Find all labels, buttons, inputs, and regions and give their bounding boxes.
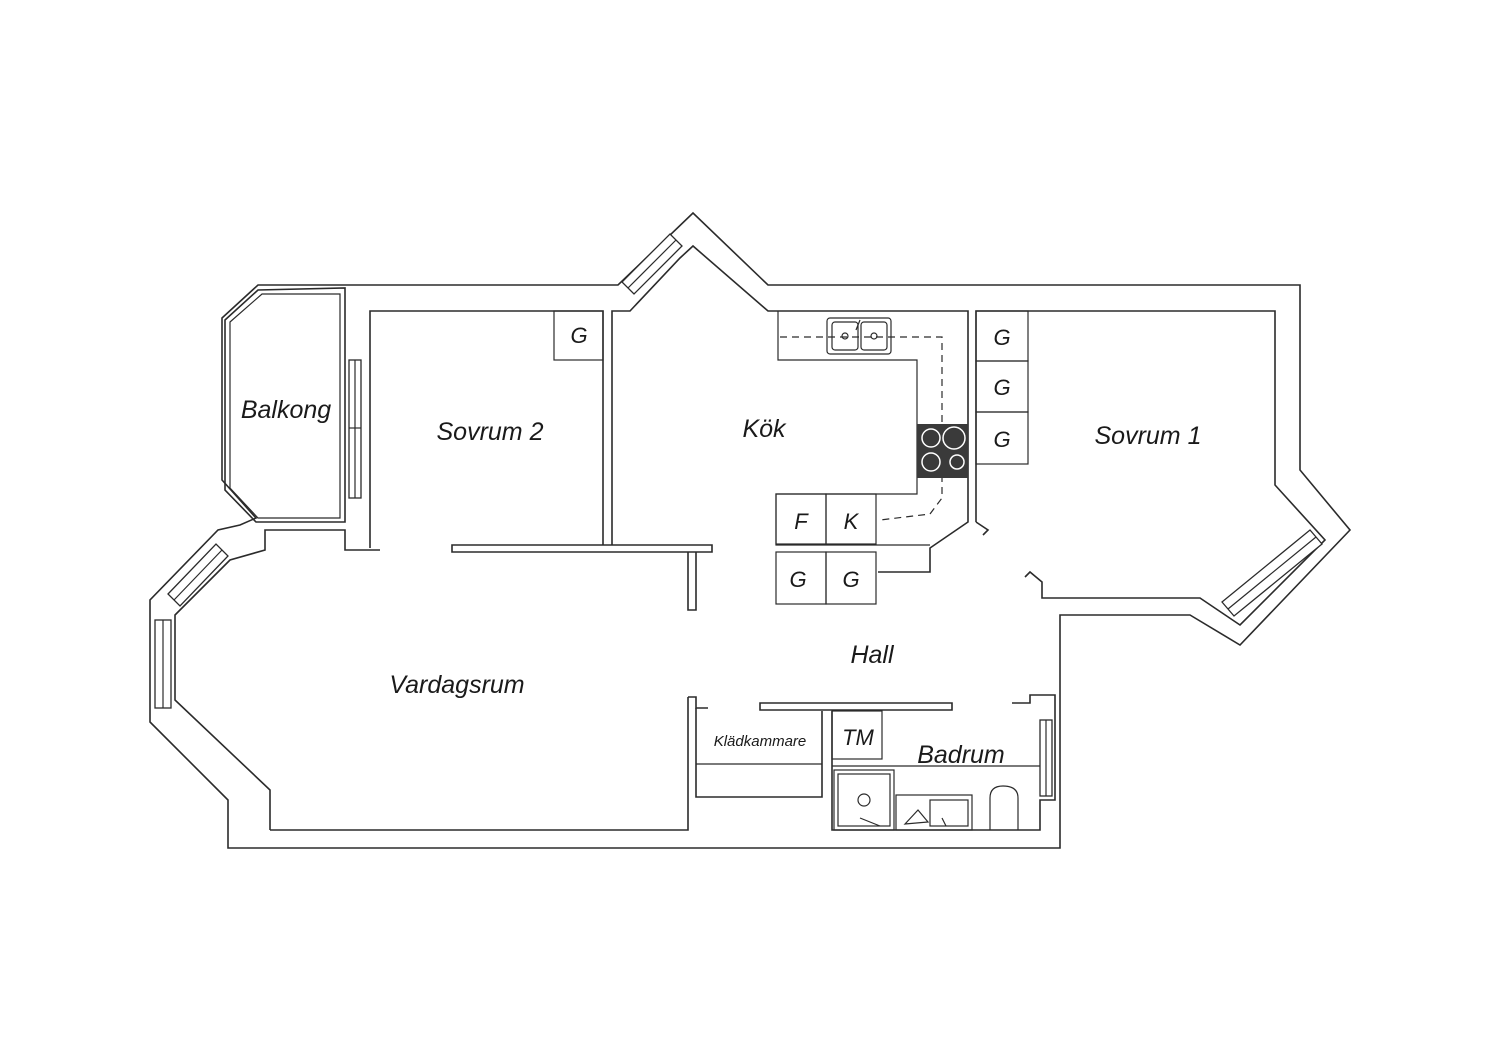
freezer-label: K	[844, 509, 860, 534]
room-label-badrum: Badrum	[917, 741, 1005, 769]
kitchen-walls	[611, 244, 969, 605]
wardrobe-label: G	[993, 427, 1010, 452]
wardrobe-label: G	[570, 323, 587, 348]
shower	[833, 769, 895, 831]
sovrum1-walls	[975, 310, 1327, 627]
room-label-balkong: Balkong	[241, 396, 331, 424]
room-label-kladkammare: Klädkammare	[714, 733, 807, 750]
room-label-hall: Hall	[850, 641, 895, 669]
wardrobe-label: G	[789, 567, 806, 592]
sovrum2-walls	[369, 310, 713, 611]
outer-walls	[149, 211, 1352, 849]
washer-label: TM	[842, 725, 874, 750]
windows	[154, 233, 1323, 797]
fridge-label: F	[794, 509, 809, 534]
wardrobe-label: G	[993, 325, 1010, 350]
wardrobe-label: G	[993, 375, 1010, 400]
stove	[917, 424, 968, 478]
balcony	[224, 287, 346, 523]
toilet	[989, 785, 1019, 830]
room-label-sovrum2: Sovrum 2	[437, 418, 544, 446]
room-label-kok: Kök	[742, 415, 787, 443]
room-label-vardagsrum: Vardagsrum	[389, 671, 524, 699]
kitchen-sink	[826, 317, 892, 355]
wardrobe-label: G	[842, 567, 859, 592]
bathroom-sink	[895, 794, 973, 831]
room-label-sovrum1: Sovrum 1	[1095, 422, 1202, 450]
